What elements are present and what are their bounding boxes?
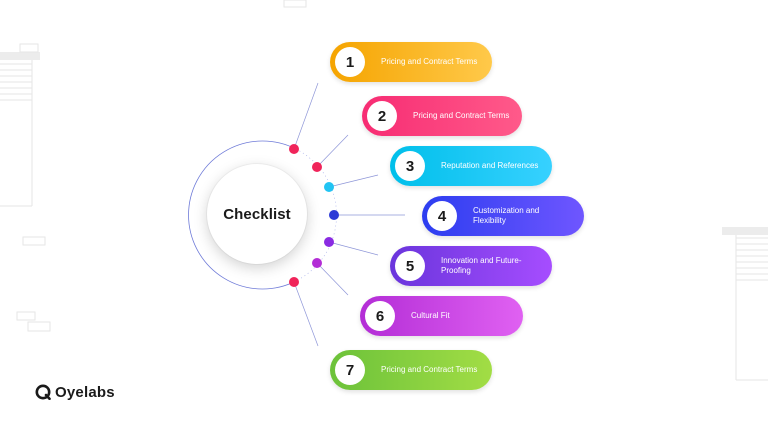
- node-dot-2: [312, 162, 322, 172]
- node-dot-7: [289, 277, 299, 287]
- checklist-item-5: 5 Innovation and Future-Proofing: [390, 246, 552, 286]
- item-label-1: Pricing and Contract Terms: [381, 57, 478, 66]
- item-label-2: Pricing and Contract Terms: [413, 111, 510, 120]
- oyelabs-logo-icon: [35, 384, 51, 400]
- node-dot-5: [324, 237, 334, 247]
- item-number-5: 5: [395, 251, 425, 281]
- checklist-item-7: 7 Pricing and Contract Terms: [330, 350, 492, 390]
- checklist-item-3: 3 Reputation and References: [390, 146, 552, 186]
- item-number-4: 4: [427, 201, 457, 231]
- brand-name: Oyelabs: [55, 383, 115, 401]
- item-number-6: 6: [365, 301, 395, 331]
- item-label-7: Pricing and Contract Terms: [381, 365, 478, 374]
- item-number-3: 3: [395, 151, 425, 181]
- checklist-item-1: 1 Pricing and Contract Terms: [330, 42, 492, 82]
- item-number-7: 7: [335, 355, 365, 385]
- connector-arc: [188, 140, 297, 290]
- checklist-hub: Checklist: [207, 164, 307, 264]
- node-dot-3: [324, 182, 334, 192]
- node-dot-6: [312, 258, 322, 268]
- item-label-4: Customization and Flexibility: [473, 206, 540, 225]
- item-number-2: 2: [367, 101, 397, 131]
- item-label-6: Cultural Fit: [411, 311, 450, 320]
- item-number-1: 1: [335, 47, 365, 77]
- brand-logo: Oyelabs: [35, 383, 115, 401]
- checklist-item-4: 4 Customization and Flexibility: [422, 196, 584, 236]
- decorative-window-right: [722, 227, 768, 381]
- item-label-3: Reputation and References: [441, 161, 539, 170]
- item-label-5: Innovation and Future-Proofing: [441, 256, 522, 275]
- decorative-window-left: [0, 0, 307, 332]
- connector-arc-inner: [295, 148, 337, 282]
- node-dot-4: [329, 210, 339, 220]
- connector-lines: [293, 82, 405, 347]
- checklist-title: Checklist: [223, 205, 291, 223]
- checklist-item-6: 6 Cultural Fit: [360, 296, 523, 336]
- node-dot-1: [289, 144, 299, 154]
- checklist-item-2: 2 Pricing and Contract Terms: [362, 96, 522, 136]
